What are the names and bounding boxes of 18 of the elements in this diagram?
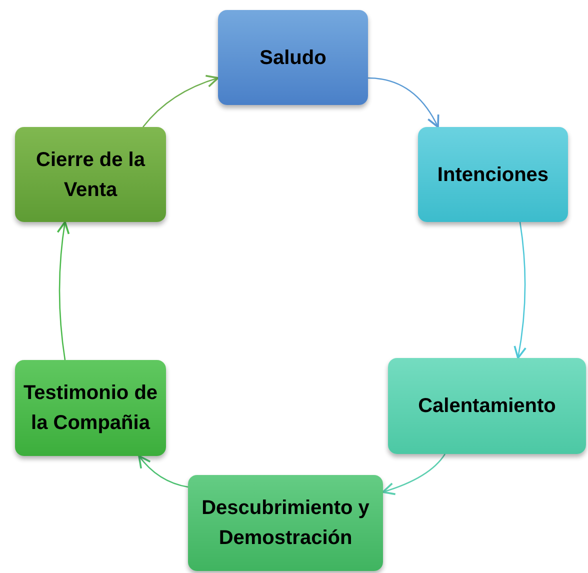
curved-arrow xyxy=(368,77,439,128)
process-box xyxy=(218,10,368,105)
curved-arrow xyxy=(138,455,188,488)
process-box xyxy=(15,360,166,456)
step-label: Saludo xyxy=(260,46,326,70)
step-label: Intenciones xyxy=(437,162,549,188)
step-label: Cierre de la Venta xyxy=(35,148,146,202)
process-box xyxy=(15,127,166,222)
curved-arrow xyxy=(514,222,526,359)
curved-arrow xyxy=(56,221,70,360)
step-label: Calentamiento xyxy=(418,394,556,419)
step-label: Descubrimiento y Demostración xyxy=(200,496,370,551)
process-box xyxy=(418,127,568,222)
process-box xyxy=(388,358,586,454)
curved-arrow xyxy=(142,75,219,128)
process-box xyxy=(188,475,383,571)
curved-arrow xyxy=(382,454,446,495)
step-label: Testimonio de la Compañia xyxy=(23,381,158,436)
